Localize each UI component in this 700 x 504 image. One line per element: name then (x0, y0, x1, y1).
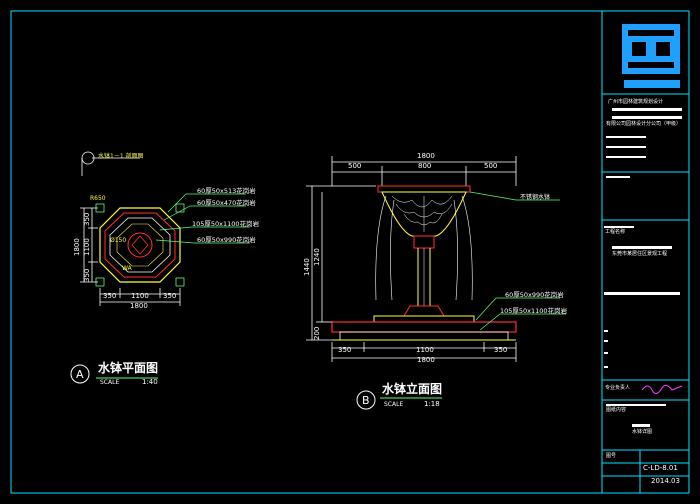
elevation-dim-top-3: 500 (484, 162, 498, 170)
base-layer-1 (373, 315, 475, 323)
plan-inner-octagon (104, 212, 176, 278)
plan-basin-inner (116, 223, 164, 267)
sheet-border (10, 10, 690, 494)
plan-scale: 1:40 (142, 378, 158, 386)
plan-scale-word: SCALE (100, 379, 120, 386)
plan-dim-bottom-1: 350 (103, 292, 117, 300)
elevation-dim-bottom-1: 350 (338, 346, 352, 354)
plan-callout-4: 60厚50x990花岗岩 (197, 236, 256, 244)
plan-basin-edge (109, 217, 171, 273)
sheet-number: C-LD-8.01 (643, 464, 678, 472)
elevation-scale: 1:18 (424, 400, 440, 408)
elevation-badge: B (362, 394, 370, 407)
plan-badge: A (76, 368, 84, 381)
plan-title: 水钵平面图 (98, 361, 159, 375)
plan-center-label: Ø150 (110, 237, 127, 244)
elevation-height-base: 200 (313, 326, 321, 340)
elevation-height-total: 1440 (303, 258, 311, 276)
plan-callout-1: 60厚50x513花岗岩 (197, 187, 256, 195)
drawing-date: 2014.03 (651, 477, 680, 485)
drawing-label: 图纸内容 (606, 407, 627, 413)
title-block-marks (604, 108, 682, 427)
plan-section-note: 水钵1－1 剖面图 (98, 153, 144, 160)
plan-outer-octagon (99, 207, 181, 283)
stamp-label: 专业负责人 (605, 385, 631, 391)
plan-center-circle (127, 232, 153, 258)
plan-dim-left-total: 1800 (73, 238, 81, 256)
base-layer-3 (339, 331, 509, 341)
plan-callout-3: 105厚50x1100花岗岩 (192, 220, 260, 228)
elevation-dim-top-total: 1800 (417, 152, 435, 160)
company-name: 广州市园林建筑规划设计 (608, 99, 664, 105)
plan-dim-left-2: 1100 (83, 238, 91, 256)
elevation-dim-bottom-total: 1800 (417, 356, 435, 364)
sheet-label: 图号 (606, 453, 617, 459)
plan-view (70, 151, 250, 384)
plan-wa-label: WA (122, 265, 132, 272)
elevation-dim-top-2: 800 (418, 162, 432, 170)
plan-center-diamond (131, 235, 149, 255)
company-name-2: 有限公司园林设计分公司（甲级） (606, 121, 682, 127)
elevation-scale-word: SCALE (384, 401, 404, 408)
bowl-body (381, 191, 467, 237)
elevation-title: 水钵立面图 (382, 382, 443, 396)
company-logo-icon (622, 24, 680, 88)
plan-dim-bottom-2: 1100 (131, 292, 149, 300)
elevation-dim-bottom-2: 1100 (416, 346, 434, 354)
plan-callout-2: 60厚50x470花岗岩 (197, 199, 256, 207)
elevation-dim-top-1: 500 (348, 162, 362, 170)
elevation-dim-bottom-3: 350 (494, 346, 508, 354)
drawing-name: 水钵详图 (632, 429, 653, 435)
elevation-callout-2: 105厚50x1100花岗岩 (500, 307, 568, 315)
project-label: 工程名称 (605, 229, 626, 235)
plan-dim-left-1: 350 (83, 212, 91, 226)
plan-dim-bottom-3: 350 (163, 292, 177, 300)
plan-dim-left-3: 350 (83, 268, 91, 282)
plan-dim-bottom-total: 1800 (130, 302, 148, 310)
elevation-badge-circle (356, 390, 376, 410)
elevation-view (306, 156, 566, 410)
elevation-height-upper: 1240 (313, 248, 321, 266)
plan-corner-dim: R650 (90, 195, 106, 202)
plan-badge-circle (70, 364, 90, 384)
signature-mark (641, 384, 683, 394)
title-block (601, 11, 689, 493)
elevation-callout-top: 不锈钢水钵 (520, 194, 551, 201)
elevation-callout-1: 60厚50x990花岗岩 (505, 291, 564, 299)
project-name: 东莞市某居住区景观工程 (612, 251, 668, 257)
